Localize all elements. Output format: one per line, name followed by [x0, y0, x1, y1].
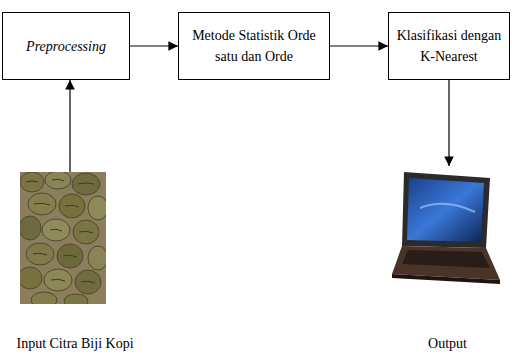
output-laptop: Output	[385, 166, 510, 358]
process-box: Metode Statistik Orde satu dan Orde	[178, 12, 330, 80]
flow-arrow	[130, 45, 178, 46]
box-text: Preprocessing	[26, 36, 106, 57]
box-text: Metode Statistik Orde satu dan Orde	[185, 25, 323, 67]
image-caption: Output	[428, 333, 467, 354]
coffee-bean-photo	[20, 172, 106, 304]
box-text: Klasifikasi dengan K-Nearest	[395, 25, 503, 67]
process-box: Klasifikasi dengan K-Nearest	[388, 12, 510, 80]
flow-arrow	[448, 80, 449, 166]
laptop-picture	[390, 168, 502, 292]
image-caption: Input Citra Biji Kopi	[16, 333, 133, 354]
input-image: Input Citra Biji Kopi	[10, 172, 140, 358]
flow-arrow	[69, 80, 70, 172]
flow-arrow	[330, 45, 388, 46]
process-box: Preprocessing	[2, 12, 130, 80]
